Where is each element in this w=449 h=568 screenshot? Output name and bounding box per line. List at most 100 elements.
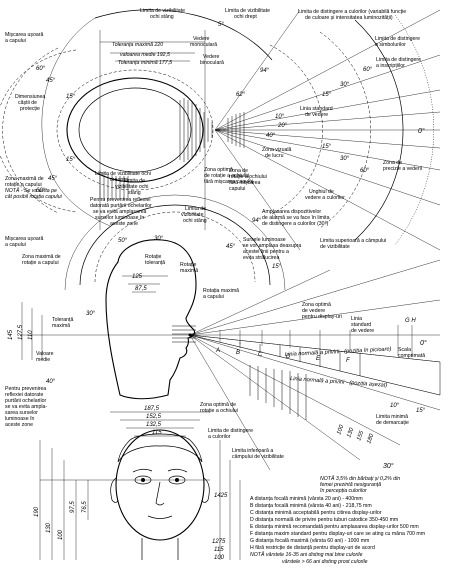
legend-d: D distanța normală de privire pentru tub… <box>250 517 398 523</box>
dim-87-5: 87,5 <box>135 286 147 292</box>
angle-15-upper: 15° <box>272 264 282 270</box>
legend: A distanța focală minimă (vârsta 20 ani)… <box>250 496 425 565</box>
letter-f: F <box>346 358 350 364</box>
angle-94-bot: 94° <box>252 218 262 224</box>
dim-97-5: 97,5 <box>70 501 76 513</box>
angle-45-left-bot: 45° <box>48 176 58 182</box>
dim-115: 115 <box>152 430 162 436</box>
angle-30-side-bottom: 30° <box>383 462 394 470</box>
angle-62: 62° <box>236 92 246 98</box>
label-tolerance-max: Toleranța maximă 220 <box>112 42 163 48</box>
angle-15-top: 15° <box>322 92 332 98</box>
legend-g: G distanța focală maximă (vârsta 60 ani)… <box>250 538 369 544</box>
angle-60-left: 60° <box>36 66 46 72</box>
dim-125: 125 <box>132 274 143 280</box>
dim-76-5: 76,5 <box>82 501 88 513</box>
legend-e: E distanța minimă recomandată pentru amp… <box>250 524 419 530</box>
label-color-limit: Limita de distingere a culorilor (variab… <box>298 9 406 21</box>
dim-110: 110 <box>28 330 34 340</box>
front-view: 187,5 152,5 132,5 115 190 130 100 97,5 7… <box>34 406 241 561</box>
dim-130: 130 <box>46 522 52 533</box>
legend-c: C distanța minimă acceptabilă pentru cit… <box>250 510 382 516</box>
dim-100-r: 100 <box>214 555 225 561</box>
num-155: 155 <box>356 430 365 442</box>
angle-30-bot: 30° <box>340 156 350 162</box>
angle-15-bot: 15° <box>322 144 332 150</box>
angle-0-side: 0° <box>420 339 427 347</box>
dim-187-5: 187,5 <box>144 406 160 412</box>
head-front <box>115 429 205 541</box>
letter-e: E <box>316 356 321 362</box>
letter-a: A <box>215 348 220 354</box>
dim-127-5: 127,5 <box>18 324 24 340</box>
dim-190: 190 <box>34 506 40 517</box>
dim-145: 145 <box>8 329 14 340</box>
label-mean-value: valoarea medie 192,5 <box>120 52 170 58</box>
head-profile <box>105 239 197 400</box>
angle-60-bot: 60° <box>360 168 370 174</box>
angle-5: 5° <box>218 22 224 28</box>
dim-152-5: 152,5 <box>146 414 162 420</box>
legend-b: B distanța focală minimă (vârsta 40 ani)… <box>250 503 372 509</box>
angle-40-side: 40° <box>46 379 56 385</box>
angle-15-left-bot: 15° <box>66 157 76 163</box>
angle-60-left-bot: 60° <box>36 188 46 194</box>
legend-h: H fără restricție de distanță pentru dis… <box>250 545 375 551</box>
label-gh: G H <box>405 318 416 324</box>
angle-30-upper: 30° <box>154 236 164 242</box>
legend-note-2: vârstele > 66 ani disting prost culorile <box>282 559 368 565</box>
angle-10-side: 10° <box>390 403 400 409</box>
num-100: 100 <box>336 424 345 436</box>
angle-30-side: 30° <box>86 311 96 317</box>
num-130: 130 <box>346 427 355 439</box>
letter-d: D <box>286 354 291 360</box>
angle-50: 50° <box>118 238 128 244</box>
dim-100: 100 <box>58 529 64 540</box>
legend-f: F distanța maxim standard pentru display… <box>250 531 425 537</box>
letter-b: B <box>236 350 240 356</box>
num-180: 180 <box>366 433 375 445</box>
dim-1275: 1275 <box>212 539 226 545</box>
angle-0-top: 0° <box>418 127 425 135</box>
dim-132-5: 132,5 <box>146 422 162 428</box>
legend-a: A distanța focală minimă (vârsta 20 ani)… <box>250 496 363 502</box>
angle-15-side: 15° <box>416 408 426 414</box>
angle-45-left: 45° <box>46 78 56 84</box>
angle-40: 40° <box>266 133 276 139</box>
angle-15-left: 15° <box>66 94 76 100</box>
head-outline-top <box>66 77 204 183</box>
